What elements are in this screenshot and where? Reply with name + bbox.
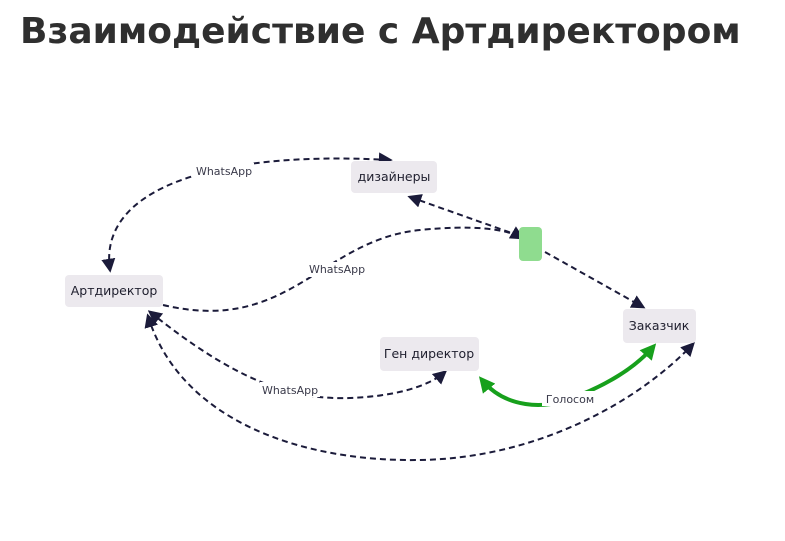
page-title: Взаимодействие с Артдиректором: [20, 11, 741, 52]
edges: [101, 152, 695, 462]
intermediate-marker: [519, 227, 542, 261]
node-designers-label: дизайнеры: [358, 169, 431, 184]
edge-label-art-customer: WhatsApp: [309, 263, 365, 276]
edge-label-ceo-customer: Голосом: [546, 393, 594, 406]
edge-labels: WhatsApp WhatsApp WhatsApp Голосом: [194, 163, 598, 406]
node-designers[interactable]: дизайнеры: [351, 161, 437, 193]
node-customer[interactable]: Заказчик: [623, 309, 696, 343]
node-ceo-label: Ген директор: [384, 346, 474, 361]
node-customer-label: Заказчик: [629, 318, 690, 333]
edge-label-art-designers: WhatsApp: [196, 165, 252, 178]
edge-artdirector-customer-bottom: [144, 313, 695, 462]
node-artdirector-label: Артдиректор: [71, 283, 158, 298]
node-artdirector[interactable]: Артдиректор: [65, 275, 163, 307]
edge-artdirector-customer: [162, 226, 525, 312]
node-ceo[interactable]: Ген директор: [380, 337, 479, 371]
edge-designers-customer: [410, 197, 643, 307]
edge-label-art-ceo: WhatsApp: [262, 384, 318, 397]
edge-artdirector-designers: [101, 152, 393, 273]
